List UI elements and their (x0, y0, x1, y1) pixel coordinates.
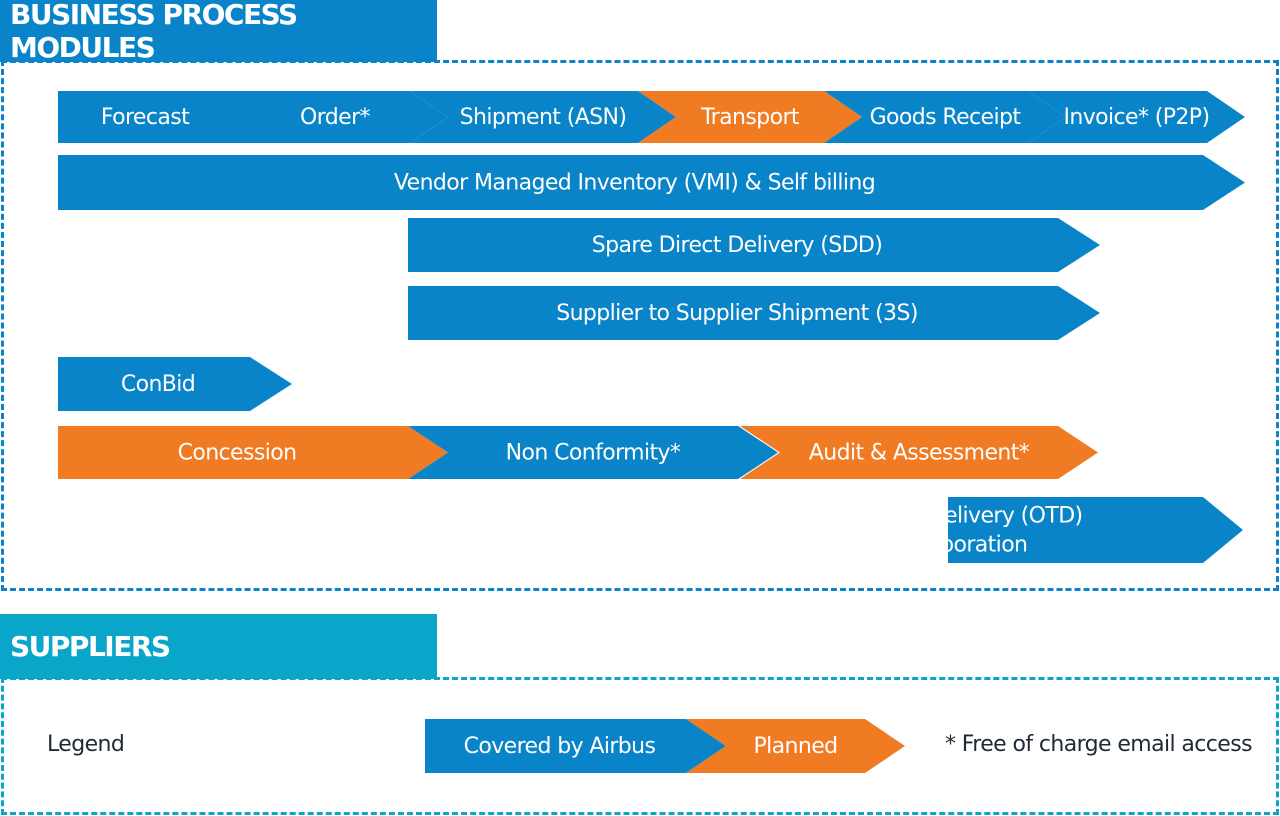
module-non-conformity-arrow (408, 426, 778, 479)
process-row-4: Supplier to Supplier Shipment (3S) (408, 286, 1100, 340)
module-shipment-asn-label: Shipment (ASN) (460, 105, 627, 130)
module-vendor-managed-inventory-vmi-self-billing-arrow (58, 155, 1245, 210)
module-forecast-arrow (58, 91, 262, 143)
module-transport-label: Transport (700, 105, 800, 130)
footnote: * Free of charge email access (945, 732, 1253, 757)
module-concession-arrow (58, 426, 448, 479)
module-vendor-managed-inventory-vmi-self-billing-label: Vendor Managed Inventory (VMI) & Self bi… (394, 171, 875, 196)
legend-covered-by-airbus-arrow (425, 719, 726, 773)
module-spare-direct-delivery-sdd-arrow (408, 218, 1100, 272)
module-goods-receipt-label: Goods Receipt (870, 105, 1022, 130)
module-audit-assessment-arrow (740, 426, 1098, 479)
module-invoice-p2p-arrow (1028, 91, 1245, 143)
legend-label: Legend (47, 732, 125, 757)
process-row-2: Vendor Managed Inventory (VMI) & Self bi… (58, 155, 1245, 210)
business-process-modules-header: BUSINESS PROCESS MODULES (0, 0, 437, 64)
module-order-label: Order* (300, 105, 371, 130)
module-shipment-asn-arrow (410, 91, 676, 143)
module-transport-arrow (638, 91, 862, 143)
module-supplier-to-supplier-shipment-3s-arrow (408, 286, 1100, 340)
module-on-time-delivery-otd-collaboration-arrow (948, 497, 1243, 563)
module-non-conformity-label: Non Conformity* (506, 441, 681, 466)
process-row-3: Spare Direct Delivery (SDD) (408, 218, 1100, 272)
module-goods-receipt-arrow (824, 91, 1066, 143)
module-audit-assessment-label: Audit & Assessment* (809, 441, 1030, 466)
module-supplier-to-supplier-shipment-3s-label: Supplier to Supplier Shipment (3S) (556, 301, 918, 326)
module-conbid-arrow (58, 357, 292, 411)
legend-planned-arrow (686, 719, 905, 773)
suppliers-header: SUPPLIERS (0, 614, 437, 679)
module-conbid-label: ConBid (121, 372, 195, 397)
module-order-arrow (222, 91, 448, 143)
process-row-7: On Time Delivery (OTD)Collaboration (833, 497, 1243, 563)
process-row-5: ConBid (58, 357, 292, 411)
legend-planned-label: Planned (753, 734, 837, 759)
suppliers-frame (1, 677, 1279, 815)
process-row-6: Concession Non Conformity* Audit & Assessm… (58, 426, 1098, 479)
process-row-1: Forecast Order* Shipment (ASN) Transport Goo… (58, 91, 1245, 143)
module-invoice-p2p-label: Invoice* (P2P) (1064, 105, 1210, 130)
legend-arrows: Covered by Airbus Planned (425, 719, 905, 773)
module-on-time-delivery-otd-collaboration-label: On Time Delivery (OTD)Collaboration (833, 504, 1082, 558)
module-spare-direct-delivery-sdd-label: Spare Direct Delivery (SDD) (592, 233, 883, 258)
module-concession-label: Concession (178, 441, 297, 466)
legend-covered-by-airbus-label: Covered by Airbus (464, 734, 656, 759)
module-forecast-label: Forecast (101, 105, 190, 130)
business-process-modules-frame (1, 60, 1279, 591)
